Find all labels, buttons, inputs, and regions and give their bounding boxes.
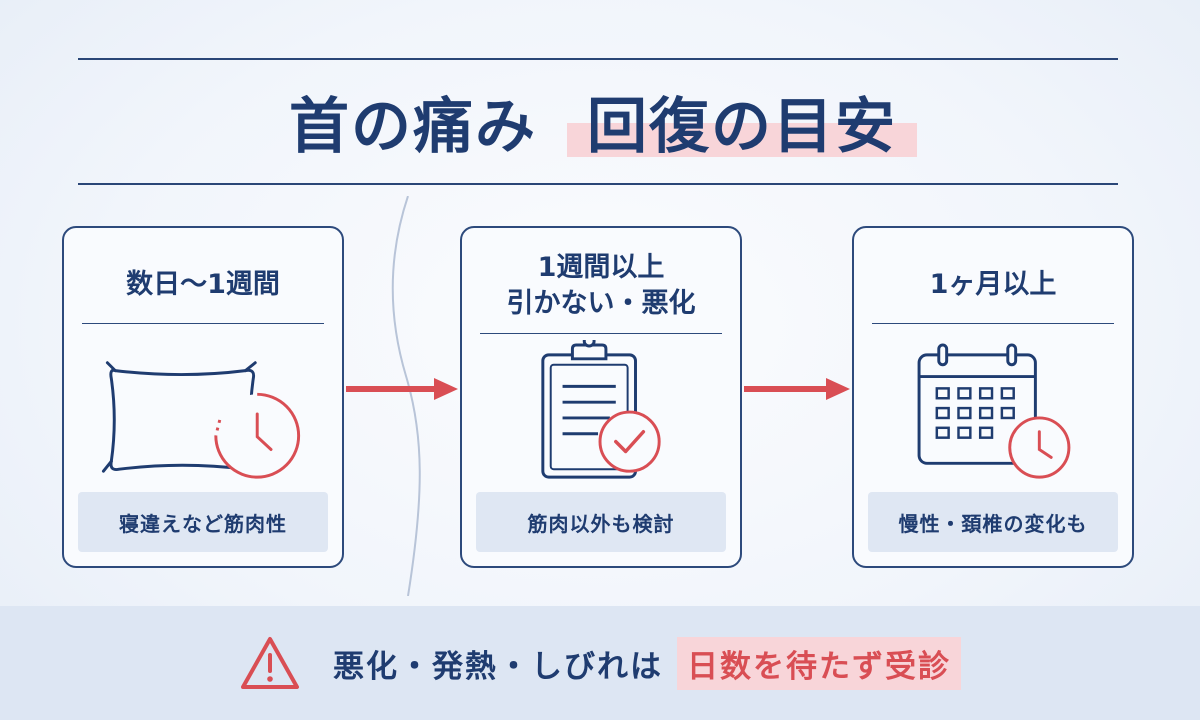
pillow-clock-icon xyxy=(101,361,301,479)
stage-card-long: 1ヶ月以上 慢性・頚椎の変化も xyxy=(852,226,1134,568)
card-heading: 数日〜1週間 xyxy=(82,246,324,324)
arrow-right-icon xyxy=(346,378,458,400)
clipboard-check-icon xyxy=(541,340,661,479)
card-footer: 筋肉以外も検討 xyxy=(476,492,726,552)
title-part2: 回復の目安 xyxy=(587,92,897,162)
warning-banner: 悪化・発熱・しびれは 日数を待たず受診 xyxy=(0,606,1200,720)
title-part2-highlight: 回復の目安 xyxy=(567,78,917,165)
arrow-right-icon xyxy=(744,378,850,400)
warning-icon xyxy=(241,637,299,689)
card-footer: 寝違えなど筋肉性 xyxy=(78,492,328,552)
card-heading: 1週間以上 引かない・悪化 xyxy=(480,238,722,334)
warning-highlight: 日数を待たず受診 xyxy=(677,636,961,690)
page-title: 首の痛み 回復の目安 xyxy=(0,78,1200,165)
title-part1: 首の痛み xyxy=(289,92,537,162)
top-rule xyxy=(78,58,1118,60)
card-heading: 1ヶ月以上 xyxy=(872,246,1114,324)
warning-text: 悪化・発熱・しびれは xyxy=(333,648,663,685)
card-heading-line1: 数日〜1週間 xyxy=(126,268,280,300)
card-footer: 慢性・頚椎の変化も xyxy=(868,492,1118,552)
stage-card-short: 数日〜1週間 寝違えなど筋肉性 xyxy=(62,226,344,568)
calendar-clock-icon xyxy=(917,343,1071,479)
card-heading-line1: 1ヶ月以上 xyxy=(929,268,1057,300)
card-heading-line1: 1週間以上 xyxy=(537,251,665,283)
card-heading-line2: 引かない・悪化 xyxy=(506,287,696,319)
stage-card-mid: 1週間以上 引かない・悪化 筋肉以外も検討 xyxy=(460,226,742,568)
wavy-divider xyxy=(391,196,421,596)
bottom-rule xyxy=(78,183,1118,185)
